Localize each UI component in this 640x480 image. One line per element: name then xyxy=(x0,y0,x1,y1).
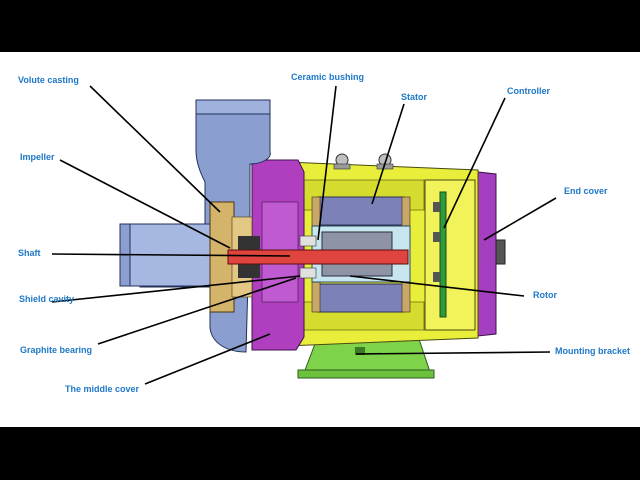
label-shaft: Shaft xyxy=(18,248,41,258)
label-stator: Stator xyxy=(401,92,428,102)
label-impeller: Impeller xyxy=(20,152,55,162)
label-volute-casting: Volute casting xyxy=(18,75,79,85)
controller-board xyxy=(433,191,447,318)
label-shield-cavity: Shield cavity xyxy=(19,294,75,304)
label-middle-cover: The middle cover xyxy=(65,384,140,394)
label-ceramic-bushing: Ceramic bushing xyxy=(291,72,365,82)
label-controller: Controller xyxy=(507,86,551,96)
label-rotor: Rotor xyxy=(533,290,557,300)
end-cover xyxy=(477,171,506,337)
pump-cross-section xyxy=(51,85,557,385)
diagram-canvas: Volute casting Impeller Shaft Shield cav… xyxy=(0,52,640,427)
bearings xyxy=(238,235,317,279)
label-mounting-bracket: Mounting bracket xyxy=(555,346,631,356)
label-graphite-bearing: Graphite bearing xyxy=(20,345,93,355)
lifting-eyes xyxy=(333,153,394,170)
shaft xyxy=(227,249,409,265)
leader-lines xyxy=(51,85,557,385)
label-end-cover: End cover xyxy=(564,186,608,196)
